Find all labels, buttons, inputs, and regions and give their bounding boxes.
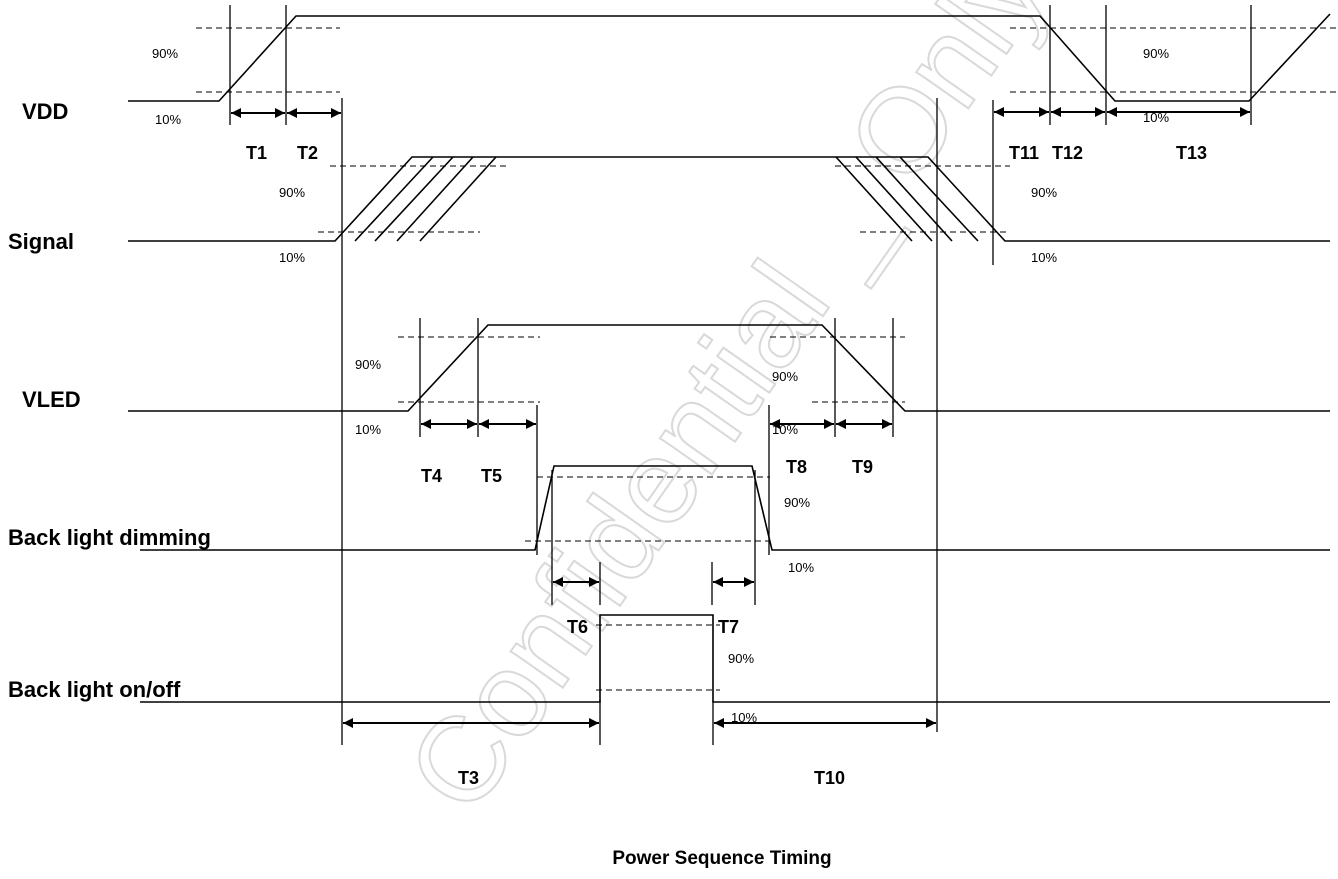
signal-transition-line xyxy=(396,156,474,242)
label-t6: T6 xyxy=(567,617,588,637)
pct-vdd-90-right: 90% xyxy=(1143,46,1169,61)
pct-signal-90-right: 90% xyxy=(1031,185,1057,200)
label-signal: Signal xyxy=(8,229,74,254)
pct-vdd-90: 90% xyxy=(152,46,178,61)
label-t4: T4 xyxy=(421,466,442,486)
label-vdd: VDD xyxy=(22,99,68,124)
signal-transition-line xyxy=(875,156,953,242)
diagram-caption: Power Sequence Timing xyxy=(612,848,831,869)
pct-vled-90-right: 90% xyxy=(772,369,798,384)
pct-vled-10-right: 10% xyxy=(772,422,798,437)
signal-transition-line xyxy=(374,156,454,242)
pct-signal-10-right: 10% xyxy=(1031,250,1057,265)
pct-vdd-10-right: 10% xyxy=(1143,110,1169,125)
label-t9: T9 xyxy=(852,457,873,477)
watermark: Confidential _ Only for Internal Use xyxy=(382,0,1338,835)
pct-vled-90: 90% xyxy=(355,357,381,372)
label-t2: T2 xyxy=(297,143,318,163)
waveform-backlight-onoff xyxy=(140,614,1330,703)
label-t7: T7 xyxy=(718,617,739,637)
label-t1: T1 xyxy=(246,143,267,163)
pct-vdd-10: 10% xyxy=(155,112,181,127)
signal-transition-line xyxy=(899,156,979,242)
label-vled: VLED xyxy=(22,387,81,412)
pct-vled-10: 10% xyxy=(355,422,381,437)
pct-onoff-90: 90% xyxy=(728,651,754,666)
signal-transition-line xyxy=(419,156,497,242)
label-t11: T11 xyxy=(1009,143,1039,163)
signal-transition-line xyxy=(855,156,933,242)
waveform-vled xyxy=(128,324,1330,412)
label-backlight-onoff: Back light on/off xyxy=(8,677,181,702)
pct-dimming-90: 90% xyxy=(784,495,810,510)
label-backlight-dimming: Back light dimming xyxy=(8,525,211,550)
waveform-vdd xyxy=(128,13,1331,102)
waveform-backlight-dimming xyxy=(140,465,1330,551)
label-t10: T10 xyxy=(814,768,845,788)
pct-dimming-10: 10% xyxy=(788,560,814,575)
label-t12: T12 xyxy=(1052,143,1083,163)
label-t3: T3 xyxy=(458,768,479,788)
pct-onoff-10: 10% xyxy=(731,710,757,725)
label-t5: T5 xyxy=(481,466,502,486)
label-t8: T8 xyxy=(786,457,807,477)
waveform-signal xyxy=(128,156,1330,242)
pct-signal-10: 10% xyxy=(279,250,305,265)
pct-signal-90: 90% xyxy=(279,185,305,200)
signal-transition-line xyxy=(354,156,434,242)
signal-transition-line xyxy=(835,156,913,242)
label-t13: T13 xyxy=(1176,143,1207,163)
